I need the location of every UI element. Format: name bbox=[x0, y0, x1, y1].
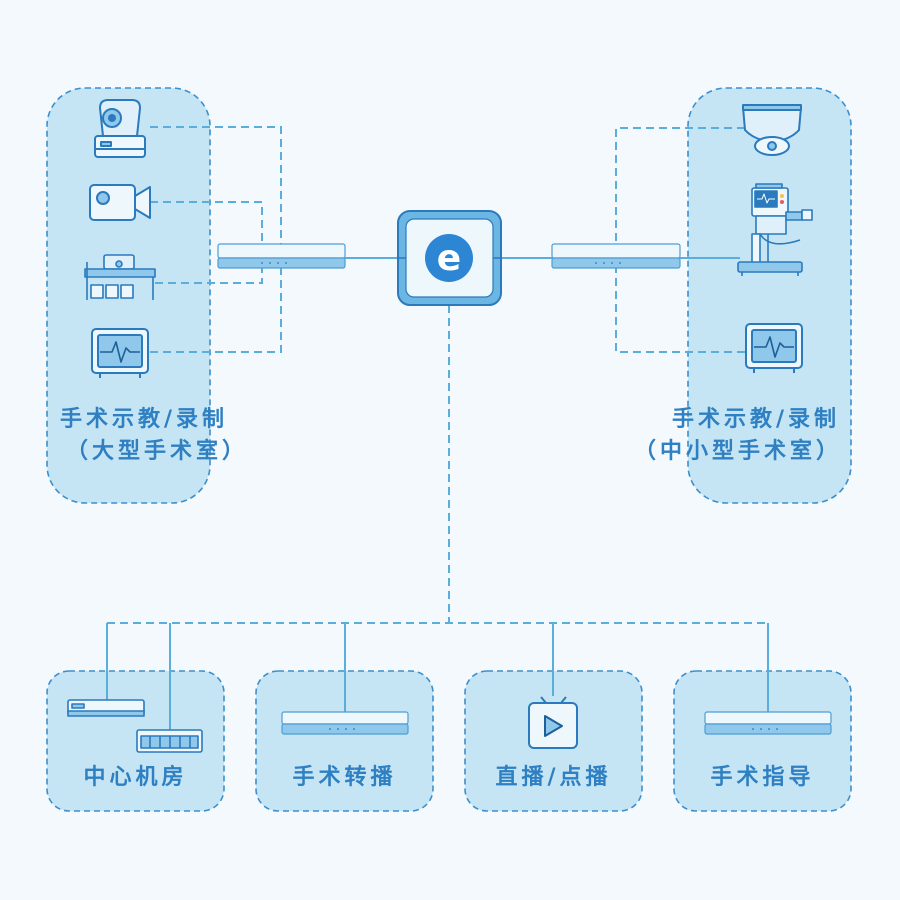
server-icon bbox=[67, 699, 203, 753]
bottom-panel-guidance bbox=[673, 670, 852, 812]
right-switch-icon bbox=[551, 243, 681, 269]
right-room-label-line1: 手术示教/录制 bbox=[671, 407, 840, 432]
svg-text:e: e bbox=[437, 238, 461, 279]
left-room-label-line2: （大型手术室） bbox=[66, 439, 249, 464]
right-room-panel bbox=[687, 87, 852, 504]
surgical-light-icon bbox=[742, 104, 802, 156]
e-logo-icon: e bbox=[397, 210, 502, 306]
left-switch-icon bbox=[217, 243, 346, 269]
anesthesia-machine-icon bbox=[737, 183, 813, 276]
bottom-label-data-center: 中心机房 bbox=[83, 765, 188, 790]
tv-play-icon bbox=[528, 696, 578, 749]
patient-monitor-icon-right bbox=[745, 323, 803, 373]
left-room-label-line1: 手术示教/录制 bbox=[60, 407, 229, 432]
operating-table-icon bbox=[84, 254, 156, 300]
ptz-camera-icon bbox=[94, 99, 146, 158]
right-room-label-line2: （中小型手术室） bbox=[633, 439, 842, 464]
video-camera-icon bbox=[89, 184, 151, 221]
bottom-panel-relay bbox=[255, 670, 434, 812]
switch-icon bbox=[281, 711, 409, 735]
bottom-label-relay: 手术转播 bbox=[292, 765, 397, 790]
patient-monitor-icon bbox=[91, 328, 149, 378]
switch-icon-guidance bbox=[704, 711, 832, 735]
connection-lines bbox=[106, 126, 769, 730]
bottom-label-guidance: 手术指导 bbox=[710, 765, 815, 790]
bottom-label-live: 直播/点播 bbox=[495, 765, 612, 790]
